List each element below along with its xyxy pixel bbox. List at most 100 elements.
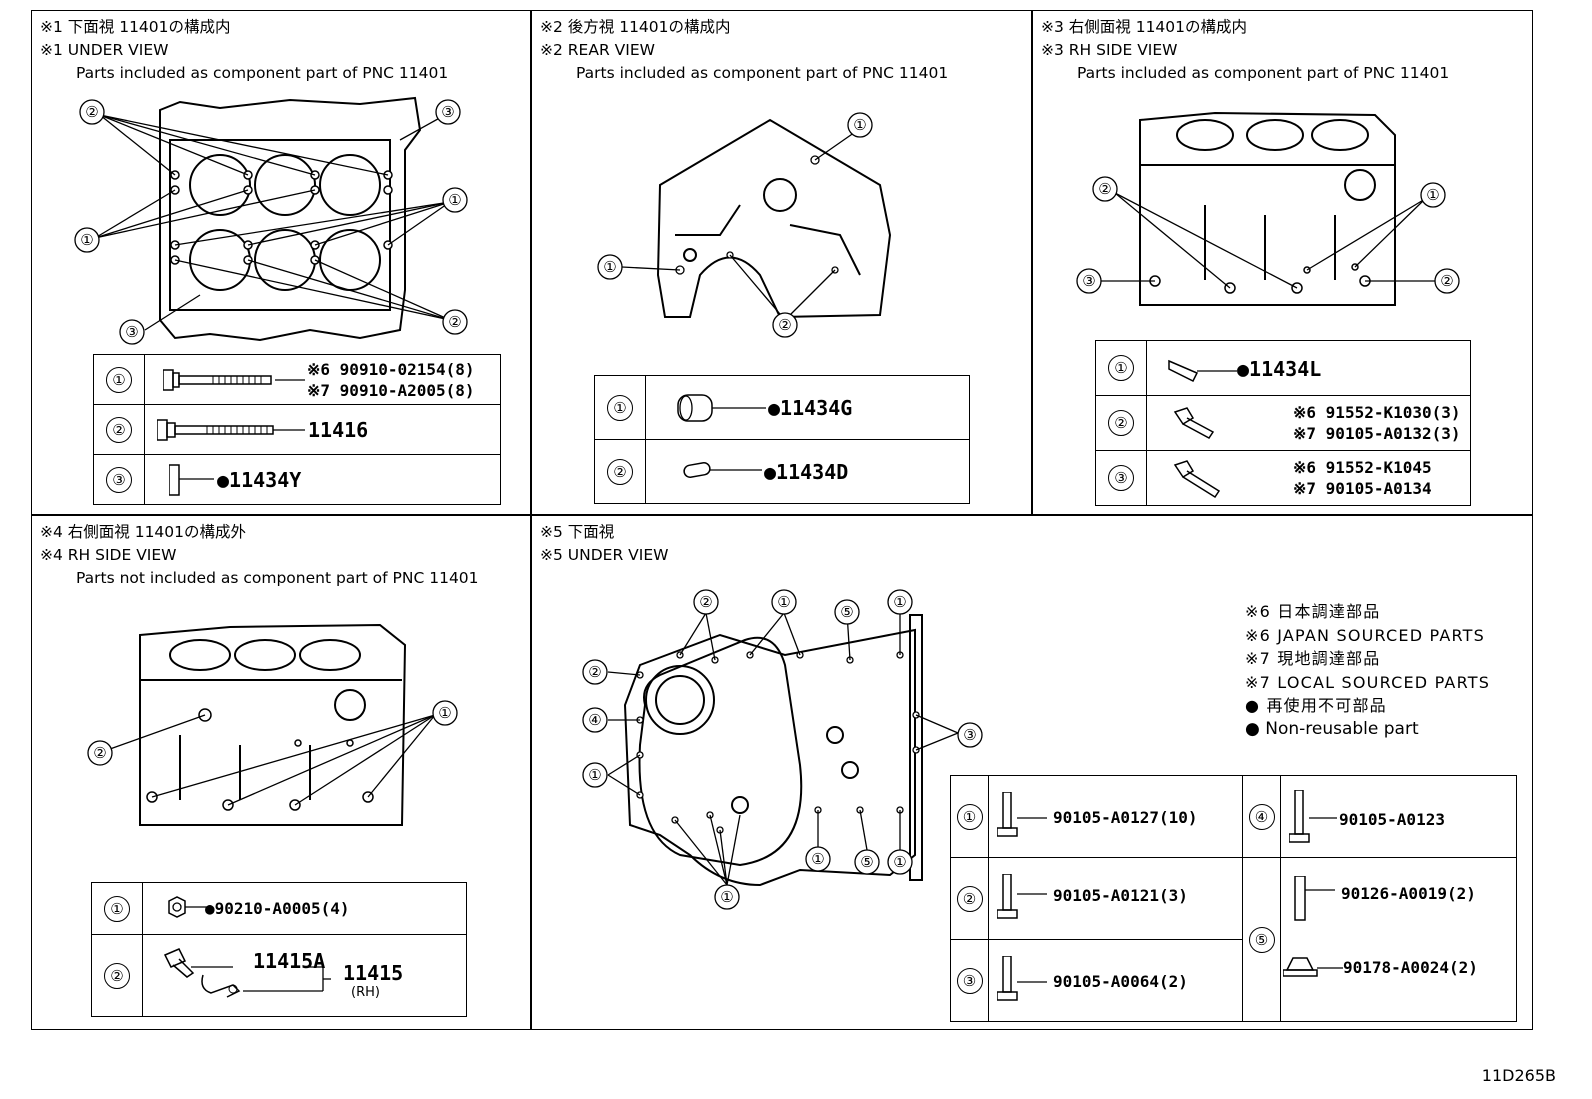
panel1-title-en: ※1 UNDER VIEW bbox=[40, 41, 169, 59]
panel1-header: ※1 下面視 11401の構成内 ※1 UNDER VIEW Parts inc… bbox=[40, 16, 448, 85]
divider bbox=[1031, 10, 1033, 515]
callout-1: ① bbox=[603, 258, 616, 276]
flange-bolt-icon bbox=[997, 874, 1047, 919]
nut-icon bbox=[168, 896, 207, 918]
legend-line: ※6 日本調達部品 bbox=[1245, 602, 1381, 621]
legend-line: ● Non-reusable part bbox=[1245, 718, 1419, 739]
leader-line-icon bbox=[275, 379, 305, 381]
callout-1: ① bbox=[1426, 186, 1439, 204]
row-number: ② bbox=[104, 962, 130, 989]
part-note: (RH) bbox=[351, 985, 380, 1000]
panel4-header: ※4 右側面視 11401の構成外 ※4 RH SIDE VIEW Parts … bbox=[40, 521, 479, 590]
callout-1: ① bbox=[438, 704, 451, 722]
panel3-title-jp: ※3 右側面視 11401の構成内 bbox=[1041, 18, 1248, 36]
row-number: ⑤ bbox=[1248, 926, 1275, 953]
flange-nut-icon bbox=[1283, 957, 1343, 977]
part-number: 11416 bbox=[308, 418, 369, 442]
panel5-oil-pan-drawing: ② ① ⑤ ① ② ④ ① ① ① ⑤ ① ③ bbox=[582, 589, 983, 910]
panel4-parts-table: ① ●90210-A0005(4) ② 11415A 11415 (RH) bbox=[91, 882, 467, 1017]
part-number: ●11434Y bbox=[217, 468, 302, 492]
bolt-icon bbox=[1173, 460, 1221, 499]
part-number: 90178-A0024(2) bbox=[1343, 958, 1478, 977]
row-number: ② bbox=[1108, 410, 1134, 436]
panel4-subtitle: Parts not included as component part of … bbox=[76, 569, 479, 587]
panel5-title-jp: ※5 下面視 bbox=[540, 523, 615, 541]
callout-5: ⑤ bbox=[860, 853, 873, 871]
panel1-subtitle: Parts included as component part of PNC … bbox=[76, 64, 449, 82]
row-number: ④ bbox=[1248, 803, 1275, 830]
panel3-subtitle: Parts included as component part of PNC … bbox=[1077, 64, 1450, 82]
part-number: 90105-A0121(3) bbox=[1053, 886, 1188, 905]
part-number: ※6 90910-02154(8) bbox=[307, 360, 475, 379]
callout-3: ③ bbox=[441, 103, 454, 121]
callout-1: ① bbox=[777, 593, 790, 611]
row-number: ① bbox=[104, 895, 130, 922]
part-number: ※7 90105-A0134 bbox=[1293, 479, 1432, 498]
stud-bolt-icon bbox=[1294, 876, 1335, 921]
bolt-icon bbox=[1173, 407, 1215, 439]
part-number: ※6 91552-K1045 bbox=[1293, 458, 1432, 477]
panel3-header: ※3 右側面視 11401の構成内 ※3 RH SIDE VIEW Parts … bbox=[1041, 16, 1449, 85]
callout-2: ② bbox=[85, 103, 98, 121]
row-number: ③ bbox=[106, 466, 132, 493]
diagram-code: 11D265B bbox=[1481, 1066, 1556, 1085]
callout-1: ① bbox=[80, 231, 93, 249]
sourcing-legend: ※6 日本調達部品 ※6 JAPAN SOURCED PARTS ※7 現地調達… bbox=[1245, 600, 1490, 741]
callout-3: ③ bbox=[963, 726, 976, 744]
flange-bolt-icon bbox=[997, 956, 1047, 1001]
row-number: ② bbox=[607, 458, 633, 485]
oil-jet-icon bbox=[163, 948, 331, 998]
callout-2: ② bbox=[778, 316, 791, 334]
row-number: ② bbox=[106, 416, 132, 443]
row-number: ① bbox=[1108, 355, 1134, 381]
callout-5: ⑤ bbox=[840, 603, 853, 621]
part-number: 90126-A0019(2) bbox=[1341, 884, 1476, 903]
knock-pin-icon bbox=[677, 394, 766, 422]
part-number: ●11434D bbox=[764, 460, 849, 484]
divider bbox=[530, 10, 532, 1030]
straight-pin-icon bbox=[683, 462, 762, 478]
callout-2: ② bbox=[699, 593, 712, 611]
row-number: ③ bbox=[956, 967, 983, 994]
panel3-side-view-drawing: ② ① ③ ② bbox=[1076, 111, 1460, 306]
flange-bolt-icon bbox=[163, 369, 272, 391]
part-number: 90105-A0123 bbox=[1339, 810, 1445, 829]
callout-1: ① bbox=[853, 116, 866, 134]
diagram-frame bbox=[31, 10, 1533, 1030]
panel1-parts-table: ① ※6 90910-02154(8) ※7 90910-A2005(8) ② … bbox=[93, 354, 501, 505]
callout-4: ④ bbox=[588, 711, 601, 729]
callout-2: ② bbox=[1440, 272, 1453, 290]
pin-icon bbox=[1168, 359, 1237, 383]
panel5-title-en: ※5 UNDER VIEW bbox=[540, 546, 669, 564]
part-number: ●90210-A0005(4) bbox=[205, 899, 350, 918]
row-number: ③ bbox=[1108, 465, 1134, 491]
panel2-parts-table: ① ●11434G ② ●11434D bbox=[594, 375, 970, 504]
row-number: ① bbox=[956, 803, 983, 830]
callout-2: ② bbox=[93, 744, 106, 762]
legend-line: ※7 現地調達部品 bbox=[1245, 649, 1381, 668]
part-number: 11415A bbox=[253, 949, 326, 973]
part-number: 11415 bbox=[343, 961, 404, 985]
panel4-title-en: ※4 RH SIDE VIEW bbox=[40, 546, 177, 564]
dowel-pin-icon bbox=[169, 464, 214, 496]
legend-line: ● 再使用不可部品 bbox=[1245, 696, 1387, 715]
panel4-side-view-drawing: ① ② bbox=[87, 623, 458, 826]
legend-line: ※6 JAPAN SOURCED PARTS bbox=[1245, 625, 1486, 645]
part-number: ●11434L bbox=[1237, 357, 1322, 381]
panel1-title-jp: ※1 下面視 11401の構成内 bbox=[40, 18, 231, 36]
callout-2: ② bbox=[448, 313, 461, 331]
panel3-parts-table: ① ●11434L ② ※6 91552-K1030(3) ※7 90105-A… bbox=[1095, 340, 1471, 506]
part-number: ※7 90910-A2005(8) bbox=[307, 381, 475, 400]
callout-2: ② bbox=[1098, 180, 1111, 198]
callout-3: ③ bbox=[125, 323, 138, 341]
part-number: 90105-A0127(10) bbox=[1053, 808, 1198, 827]
panel1-engine-block-drawing: ② ① ① ② ③ ③ bbox=[74, 96, 468, 345]
callout-1: ① bbox=[893, 853, 906, 871]
callout-1: ① bbox=[588, 766, 601, 784]
part-number: ●11434G bbox=[768, 396, 853, 420]
callout-1: ① bbox=[720, 888, 733, 906]
callout-1: ① bbox=[893, 593, 906, 611]
bolt-icon bbox=[157, 419, 305, 441]
panel4-title-jp: ※4 右側面視 11401の構成外 bbox=[40, 523, 247, 541]
panel2-subtitle: Parts included as component part of PNC … bbox=[576, 64, 949, 82]
